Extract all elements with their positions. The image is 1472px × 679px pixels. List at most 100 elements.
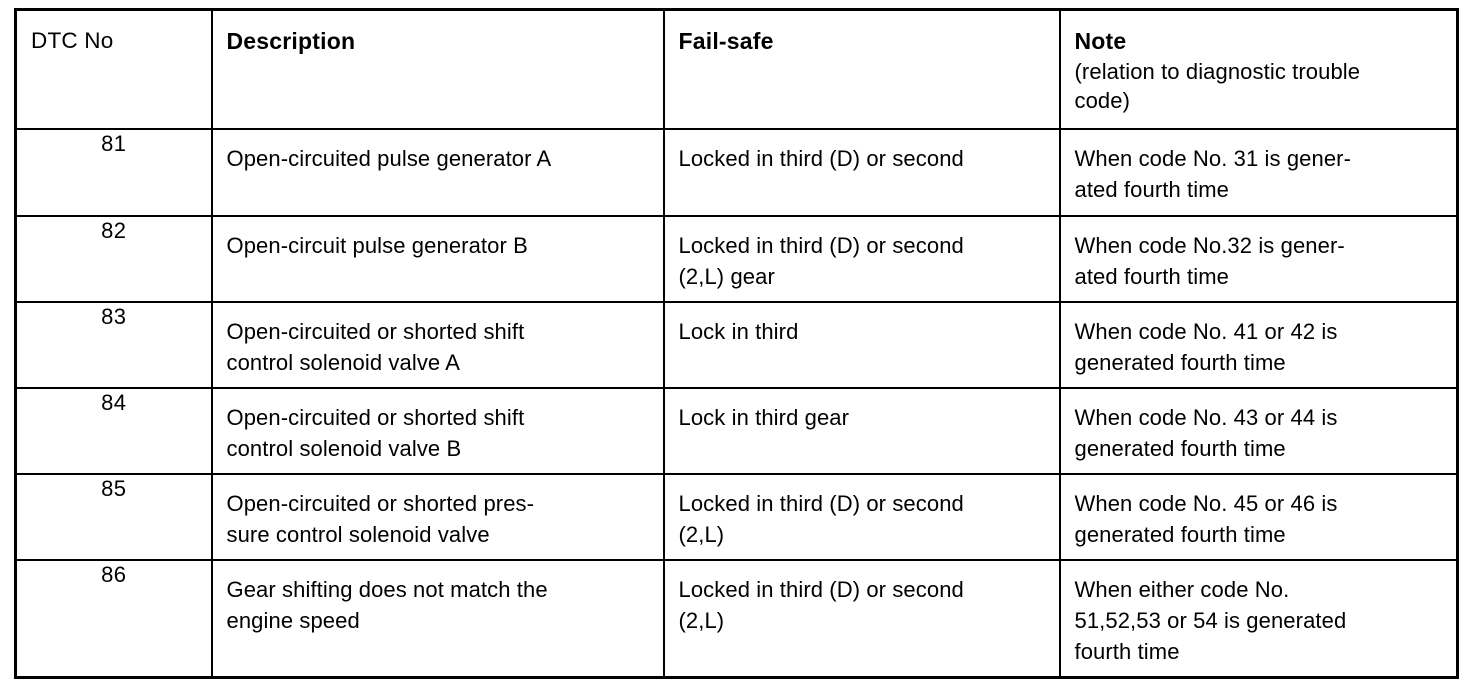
cell-description: Open-circuited or shorted shift control … bbox=[210, 301, 665, 389]
note-text: When code No. 45 or 46 is generated four… bbox=[1061, 475, 1457, 550]
dtc-number: 83 bbox=[101, 304, 127, 329]
cell-description: Gear shifting does not match the engine … bbox=[210, 559, 665, 679]
text-line: Open-circuited pulse generator A bbox=[226, 146, 552, 171]
header-cell-fail-safe: Fail-safe bbox=[662, 8, 1061, 130]
table-row: 83 Open-circuited or shorted shift contr… bbox=[14, 301, 1459, 389]
text-line: Locked in third (D) or second bbox=[678, 491, 964, 516]
header-note-subtitle-line-2: code) bbox=[1074, 88, 1131, 114]
text-line: (2,L) bbox=[678, 522, 725, 548]
table-row: 82 Open-circuit pulse generator B Locked… bbox=[14, 215, 1459, 303]
cell-description: Open-circuited or shorted pres- sure con… bbox=[210, 473, 665, 561]
table-row: 84 Open-circuited or shorted shift contr… bbox=[14, 387, 1459, 475]
text-line: ated fourth time bbox=[1074, 264, 1229, 290]
fail-safe-text: Locked in third (D) or second (2,L) bbox=[665, 475, 1059, 550]
cell-fail-safe: Locked in third (D) or second bbox=[662, 128, 1061, 217]
header-label-description: Description bbox=[226, 28, 356, 54]
text-line: When code No.32 is gener- bbox=[1074, 233, 1345, 258]
text-line: control solenoid valve B bbox=[226, 436, 462, 462]
text-line: Locked in third (D) or second bbox=[678, 146, 964, 171]
cell-fail-safe: Locked in third (D) or second (2,L) bbox=[662, 473, 1061, 561]
header-label-dtc-no: DTC No bbox=[31, 28, 114, 53]
text-line: When code No. 41 or 42 is bbox=[1074, 319, 1338, 344]
dtc-code-table: DTC No Description Fail-safe Note (relat… bbox=[14, 8, 1459, 679]
description-text: Open-circuited or shorted pres- sure con… bbox=[213, 475, 663, 550]
header-label-note: Note (relation to diagnostic trouble cod… bbox=[1061, 11, 1457, 116]
cell-fail-safe: Lock in third gear bbox=[662, 387, 1061, 475]
dtc-number: 81 bbox=[101, 131, 127, 156]
cell-note: When code No. 45 or 46 is generated four… bbox=[1058, 473, 1459, 561]
cell-note: When code No. 43 or 44 is generated four… bbox=[1058, 387, 1459, 475]
dtc-number: 82 bbox=[101, 218, 127, 243]
cell-dtc-no: 84 bbox=[14, 387, 213, 475]
description-text: Gear shifting does not match the engine … bbox=[213, 561, 663, 636]
header-cell-note: Note (relation to diagnostic trouble cod… bbox=[1058, 8, 1459, 130]
text-line: Locked in third (D) or second bbox=[678, 233, 964, 258]
fail-safe-text: Locked in third (D) or second (2,L) bbox=[665, 561, 1059, 636]
table-row: 81 Open-circuited pulse generator A Lock… bbox=[14, 128, 1459, 217]
fail-safe-text: Lock in third gear bbox=[665, 389, 1059, 433]
header-note-title: Note bbox=[1074, 28, 1127, 54]
cell-description: Open-circuited pulse generator A bbox=[210, 128, 665, 217]
note-text: When code No. 31 is gener- ated fourth t… bbox=[1061, 130, 1457, 205]
cell-note: When either code No. 51,52,53 or 54 is g… bbox=[1058, 559, 1459, 679]
text-line: generated fourth time bbox=[1074, 350, 1286, 376]
note-text: When code No. 43 or 44 is generated four… bbox=[1061, 389, 1457, 464]
text-line: generated fourth time bbox=[1074, 436, 1286, 462]
cell-fail-safe: Locked in third (D) or second (2,L) bbox=[662, 559, 1061, 679]
description-text: Open-circuited or shorted shift control … bbox=[213, 389, 663, 464]
cell-description: Open-circuit pulse generator B bbox=[210, 215, 665, 303]
description-text: Open-circuited pulse generator A bbox=[213, 130, 663, 174]
table-header-row: DTC No Description Fail-safe Note (relat… bbox=[14, 8, 1459, 130]
text-line: control solenoid valve A bbox=[226, 350, 461, 376]
header-cell-dtc-no: DTC No bbox=[14, 8, 213, 130]
note-text: When code No. 41 or 42 is generated four… bbox=[1061, 303, 1457, 378]
text-line: Open-circuited or shorted shift bbox=[226, 319, 525, 344]
table-row: 85 Open-circuited or shorted pres- sure … bbox=[14, 473, 1459, 561]
table-row: 86 Gear shifting does not match the engi… bbox=[14, 559, 1459, 679]
header-label-fail-safe: Fail-safe bbox=[678, 28, 774, 54]
text-line: When code No. 45 or 46 is bbox=[1074, 491, 1338, 516]
text-line: Lock in third gear bbox=[678, 405, 850, 430]
text-line: generated fourth time bbox=[1074, 522, 1286, 548]
cell-fail-safe: Locked in third (D) or second (2,L) gear bbox=[662, 215, 1061, 303]
cell-dtc-no: 82 bbox=[14, 215, 213, 303]
text-line: ated fourth time bbox=[1074, 177, 1229, 203]
note-text: When code No.32 is gener- ated fourth ti… bbox=[1061, 217, 1457, 292]
cell-note: When code No.32 is gener- ated fourth ti… bbox=[1058, 215, 1459, 303]
text-line: sure control solenoid valve bbox=[226, 522, 490, 548]
text-line: (2,L) gear bbox=[678, 264, 775, 290]
cell-note: When code No. 31 is gener- ated fourth t… bbox=[1058, 128, 1459, 217]
text-line: Gear shifting does not match the bbox=[226, 577, 548, 602]
text-line: fourth time bbox=[1074, 639, 1180, 665]
text-line: engine speed bbox=[226, 608, 360, 634]
text-line: Open-circuited or shorted shift bbox=[226, 405, 525, 430]
text-line: Open-circuited or shorted pres- bbox=[226, 491, 535, 516]
text-line: When either code No. bbox=[1074, 577, 1290, 602]
cell-dtc-no: 81 bbox=[14, 128, 213, 217]
description-text: Open-circuited or shorted shift control … bbox=[213, 303, 663, 378]
dtc-code-table-container: DTC No Description Fail-safe Note (relat… bbox=[14, 8, 1459, 679]
cell-dtc-no: 83 bbox=[14, 301, 213, 389]
dtc-number: 86 bbox=[101, 562, 127, 587]
text-line: Lock in third bbox=[678, 319, 799, 344]
cell-dtc-no: 85 bbox=[14, 473, 213, 561]
text-line: Locked in third (D) or second bbox=[678, 577, 964, 602]
cell-note: When code No. 41 or 42 is generated four… bbox=[1058, 301, 1459, 389]
fail-safe-text: Locked in third (D) or second bbox=[665, 130, 1059, 174]
cell-dtc-no: 86 bbox=[14, 559, 213, 679]
fail-safe-text: Lock in third bbox=[665, 303, 1059, 347]
text-line: 51,52,53 or 54 is generated bbox=[1074, 608, 1347, 634]
text-line: Open-circuit pulse generator B bbox=[226, 233, 528, 258]
dtc-number: 85 bbox=[101, 476, 127, 501]
header-cell-description: Description bbox=[210, 8, 665, 130]
text-line: When code No. 43 or 44 is bbox=[1074, 405, 1338, 430]
table-body: DTC No Description Fail-safe Note (relat… bbox=[14, 8, 1459, 679]
cell-description: Open-circuited or shorted shift control … bbox=[210, 387, 665, 475]
header-note-subtitle-line-1: (relation to diagnostic trouble bbox=[1074, 58, 1361, 84]
fail-safe-text: Locked in third (D) or second (2,L) gear bbox=[665, 217, 1059, 292]
note-text: When either code No. 51,52,53 or 54 is g… bbox=[1061, 561, 1457, 668]
text-line: When code No. 31 is gener- bbox=[1074, 146, 1352, 171]
text-line: (2,L) bbox=[678, 608, 725, 634]
description-text: Open-circuit pulse generator B bbox=[213, 217, 663, 261]
cell-fail-safe: Lock in third bbox=[662, 301, 1061, 389]
